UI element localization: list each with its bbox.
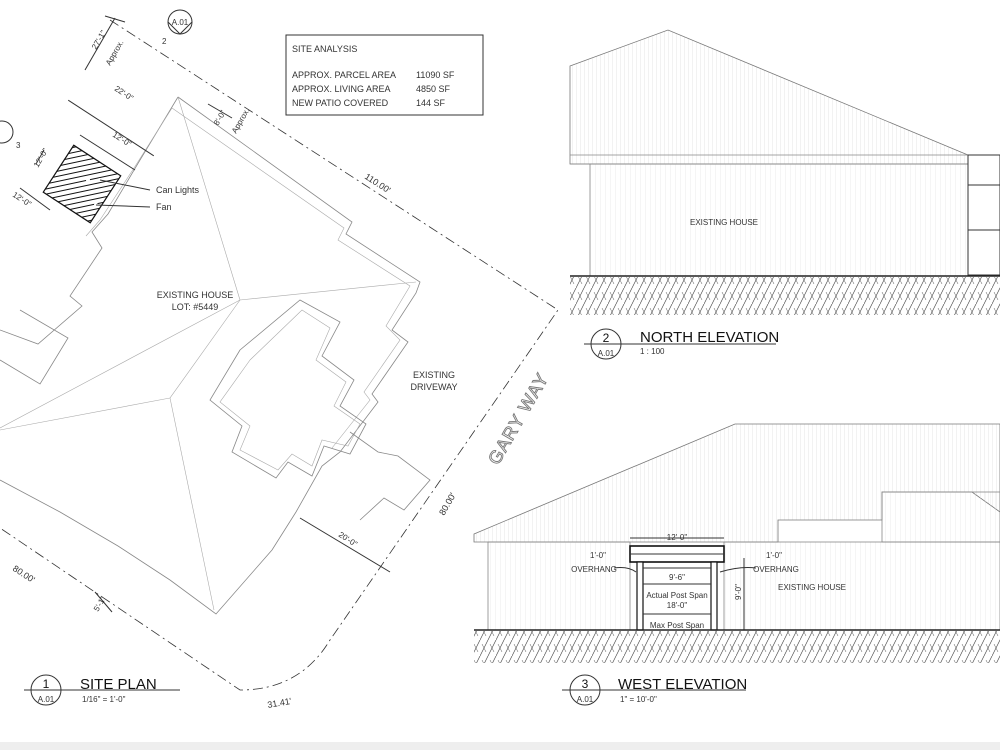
- west-dim-12: 12'-0": [667, 533, 688, 542]
- west-elevation: 12'-0" 9'-6" 9'-0" Actual Post Span 18'-…: [473, 423, 1000, 706]
- bottom-strip: [0, 742, 1000, 750]
- dim-12-side: 12'-0": [32, 147, 50, 169]
- north-roof: [569, 29, 969, 165]
- can-light-icon: [86, 178, 90, 182]
- svg-text:2: 2: [162, 37, 167, 46]
- north-ground: [570, 277, 1000, 315]
- west-elevation-scale: 1" = 10'-0": [620, 695, 657, 704]
- dim-20: 20'-0": [337, 530, 359, 549]
- site-analysis-value: 11090 SF: [416, 70, 455, 80]
- west-patio-frame: [629, 545, 725, 631]
- site-analysis-label: APPROX. LIVING AREA: [292, 84, 391, 94]
- post-span-label: Actual Post Span: [646, 591, 707, 600]
- west-elevation-title: 3 A.01 WEST ELEVATION 1" = 10'-0": [562, 674, 747, 706]
- dimension-lines: [19, 15, 391, 613]
- north-house-label: EXISTING HOUSE: [690, 218, 758, 227]
- overhang-right-label: OVERHANG: [753, 565, 799, 574]
- section-tag-left: A.01 3: [0, 120, 21, 150]
- callout-fan: Fan: [156, 202, 172, 212]
- driveway-label: EXISTING: [413, 370, 455, 380]
- site-plan-title-text: SITE PLAN: [80, 676, 157, 693]
- site-plan-scale: 1/16" = 1'-0": [82, 695, 126, 704]
- dim-80-left: 80.00': [11, 563, 37, 585]
- north-elevation: EXISTING HOUSE 2 A.01 NORTH ELEVATION 1 …: [569, 29, 1000, 360]
- site-analysis-value: 4850 SF: [416, 84, 451, 94]
- max-post-span-label: Max Post Span: [650, 621, 704, 630]
- overhang-right: 1'-0": [766, 551, 782, 560]
- west-ground: [474, 631, 1000, 663]
- house-label: EXISTING HOUSE: [157, 290, 234, 300]
- site-plan-title: 1 A.01 SITE PLAN 1/16" = 1'-0": [24, 674, 180, 706]
- callout-can-lights: Can Lights: [156, 185, 200, 195]
- west-wall: [723, 541, 1000, 631]
- street-name: GARY WAY: [484, 369, 553, 468]
- leader-line: [95, 204, 151, 208]
- site-analysis-value: 144 SF: [416, 98, 446, 108]
- north-elevation-title-text: NORTH ELEVATION: [640, 329, 779, 346]
- svg-text:1: 1: [43, 677, 50, 691]
- svg-text:A.01: A.01: [172, 18, 189, 27]
- site-analysis-label: NEW PATIO COVERED: [292, 98, 389, 108]
- site-analysis-title: SITE ANALYSIS: [292, 44, 357, 54]
- north-elevation-scale: 1 : 100: [640, 347, 665, 356]
- post-span-value: 18'-0": [667, 601, 688, 610]
- svg-text:2: 2: [603, 331, 610, 345]
- north-patio-edge: [967, 154, 1000, 276]
- section-tag-top: A.01 2: [162, 9, 193, 46]
- dim-approx-a: Approx.: [104, 39, 126, 67]
- house-outline: [0, 96, 431, 615]
- north-elevation-title: 2 A.01 NORTH ELEVATION 1 : 100: [584, 328, 779, 360]
- property-line: [0, 19, 559, 691]
- svg-text:A.01: A.01: [598, 349, 615, 358]
- svg-text:A.01: A.01: [38, 695, 55, 704]
- dim-8: 8'-0": [212, 109, 228, 127]
- west-dim-9-6: 9'-6": [669, 573, 685, 582]
- new-patio: [42, 144, 122, 224]
- dim-31: 31.41': [267, 696, 293, 710]
- west-house-label: EXISTING HOUSE: [778, 583, 846, 592]
- overhang-left: 1'-0": [590, 551, 606, 560]
- dim-approx-b: Approx.: [230, 107, 252, 135]
- svg-text:3: 3: [582, 677, 589, 691]
- dim-80-right: 80.00': [437, 491, 458, 517]
- lot-label: LOT: #5449: [172, 302, 219, 312]
- north-wall: [589, 163, 969, 277]
- leader-line: [99, 179, 151, 191]
- west-dim-9-0: 9'-0": [734, 584, 743, 600]
- svg-text:3: 3: [16, 141, 21, 150]
- dim-27: 27'-1": [90, 29, 108, 51]
- dim-22: 22'-0": [113, 84, 135, 103]
- svg-text:A.01: A.01: [577, 695, 594, 704]
- west-elevation-title-text: WEST ELEVATION: [618, 676, 747, 693]
- svg-text:A.01: A.01: [0, 128, 11, 137]
- driveway-label: DRIVEWAY: [410, 382, 457, 392]
- site-analysis-label: APPROX. PARCEL AREA: [292, 70, 396, 80]
- dim-12-top: 12'-0": [111, 130, 133, 149]
- site-analysis-table: SITE ANALYSIS APPROX. PARCEL AREA 11090 …: [285, 34, 484, 116]
- dim-110: 110.00': [363, 171, 393, 195]
- dim-12-left: 12'-0": [11, 190, 33, 209]
- overhang-left-label: OVERHANG: [571, 565, 617, 574]
